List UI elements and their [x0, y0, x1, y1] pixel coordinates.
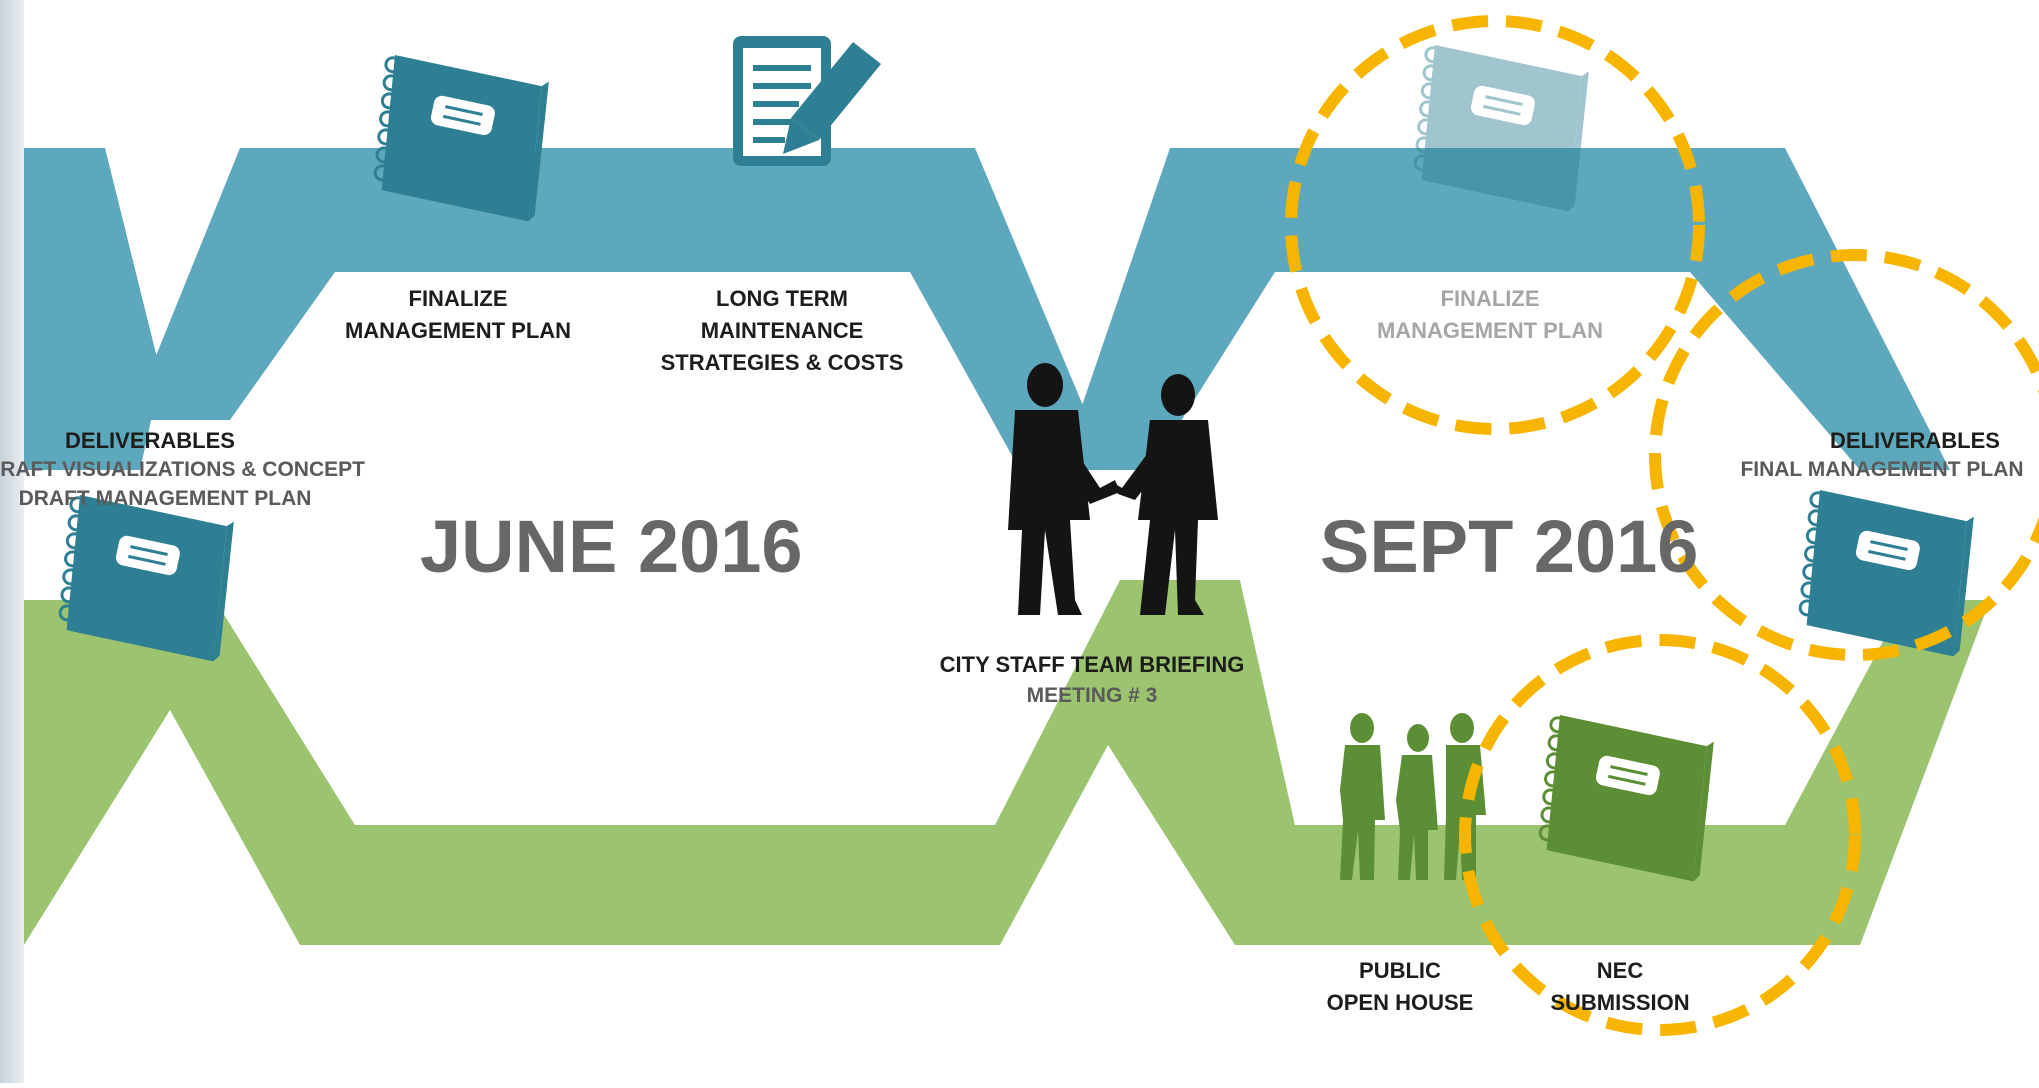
svg-text:FINALIZE: FINALIZE: [1441, 286, 1540, 311]
green-timeline-band: [24, 580, 1990, 945]
svg-text:MAINTENANCE: MAINTENANCE: [701, 318, 864, 343]
highlight-circles: [1285, 15, 2039, 1036]
period-sept: SEPT 2016: [1320, 505, 1698, 588]
svg-text:SUBMISSION: SUBMISSION: [1550, 990, 1689, 1015]
notebook-icon: [1798, 490, 1974, 657]
period-june: JUNE 2016: [420, 505, 803, 588]
notebook-icon: [373, 55, 549, 222]
label-open-house: PUBLIC OPEN HOUSE: [1327, 958, 1474, 1015]
svg-text:CITY STAFF TEAM BRIEFING: CITY STAFF TEAM BRIEFING: [940, 652, 1245, 677]
handshake-people-icon: [1008, 363, 1218, 615]
label-finalize-sept: FINALIZE MANAGEMENT PLAN: [1377, 286, 1603, 343]
left-edge-strip: [0, 0, 24, 1083]
svg-text:DRAFT VISUALIZATIONS & CONCEPT: DRAFT VISUALIZATIONS & CONCEPT: [0, 458, 365, 481]
svg-text:OPEN HOUSE: OPEN HOUSE: [1327, 990, 1474, 1015]
svg-text:MEETING # 3: MEETING # 3: [1027, 684, 1158, 707]
label-nec: NEC SUBMISSION: [1550, 958, 1689, 1015]
label-briefing: CITY STAFF TEAM BRIEFING MEETING # 3: [940, 652, 1245, 707]
svg-text:MANAGEMENT PLAN: MANAGEMENT PLAN: [345, 318, 571, 343]
notebook-icon: [1413, 45, 1589, 212]
highlight-circle-nec: [1459, 634, 1861, 1036]
svg-text:DELIVERABLES: DELIVERABLES: [65, 428, 235, 453]
teal-timeline-band: [24, 148, 1950, 470]
svg-text:MANAGEMENT PLAN: MANAGEMENT PLAN: [1377, 318, 1603, 343]
label-deliverables-left: DELIVERABLES DRAFT VISUALIZATIONS & CONC…: [0, 428, 365, 510]
highlight-circle-finalize: [1285, 15, 1705, 435]
svg-text:DELIVERABLES: DELIVERABLES: [1830, 428, 2000, 453]
highlight-circle-deliverables: [1649, 249, 2039, 661]
svg-text:FINALIZE: FINALIZE: [409, 286, 508, 311]
svg-text:NEC: NEC: [1597, 958, 1644, 983]
label-long-term: LONG TERM MAINTENANCE STRATEGIES & COSTS: [661, 286, 904, 375]
notebook-icon: [1538, 715, 1714, 882]
label-finalize-june: FINALIZE MANAGEMENT PLAN: [345, 286, 571, 343]
pencil-document-icon: [733, 36, 881, 166]
people-group-icon: [1340, 713, 1486, 880]
svg-text:PUBLIC: PUBLIC: [1359, 958, 1441, 983]
svg-text:DRAFT MANAGEMENT PLAN: DRAFT MANAGEMENT PLAN: [19, 487, 312, 510]
label-deliverables-right: DELIVERABLES FINAL MANAGEMENT PLAN: [1740, 428, 2023, 481]
svg-text:FINAL MANAGEMENT PLAN: FINAL MANAGEMENT PLAN: [1740, 458, 2023, 481]
notebook-icon: [58, 495, 234, 662]
svg-text:LONG TERM: LONG TERM: [716, 286, 848, 311]
svg-text:STRATEGIES & COSTS: STRATEGIES & COSTS: [661, 350, 904, 375]
